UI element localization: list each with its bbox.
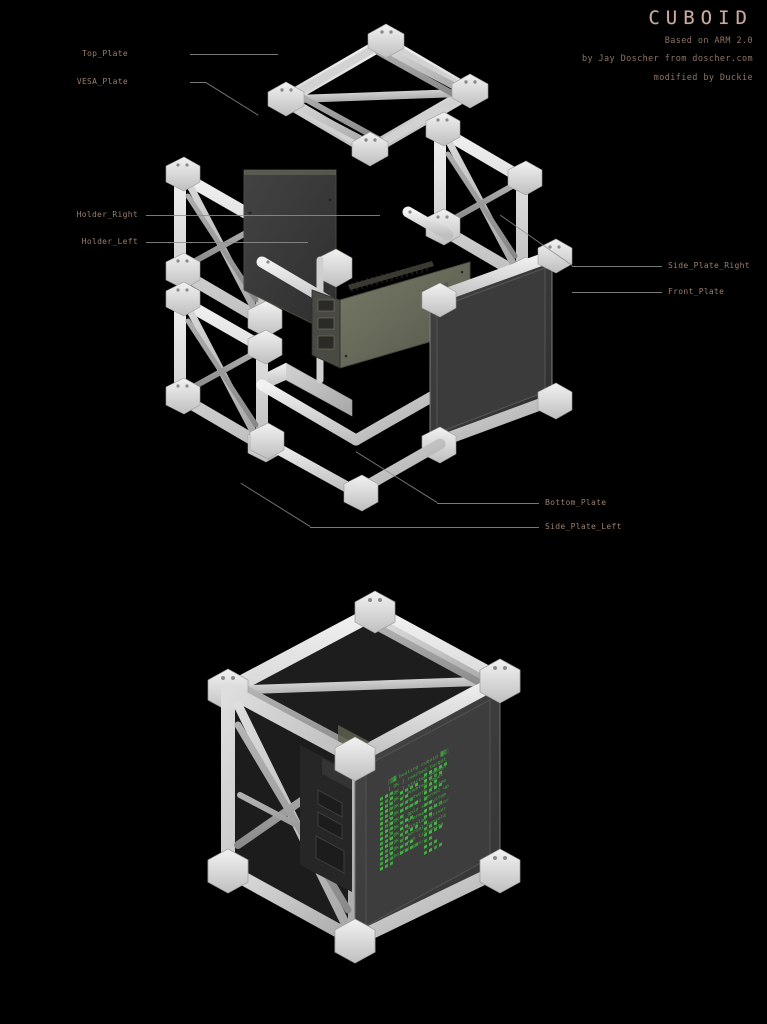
assembled-front-plate: ░▒▓ booting cuboid ▓▒░ [ OK ] reached ta… (334, 658, 521, 964)
part-bottom-plate (249, 422, 446, 512)
credit-line-1: Based on ARM 2.0 (664, 35, 753, 46)
part-top-plate (267, 23, 489, 167)
label-holder-left: Holder_Left (81, 237, 138, 246)
title-block: CUBOID Based on ARM 2.0 by Jay Doscher f… (582, 8, 753, 84)
assembled-cuboid-view: ░▒▓ booting cuboid ▓▒░ [ OK ] reached ta… (0, 540, 767, 1010)
leader-front-plate (572, 292, 662, 293)
assembled-bottom-plate (207, 848, 376, 964)
leader-side-plate-left (310, 527, 539, 528)
label-side-plate-left: Side_Plate_Left (545, 522, 622, 531)
terminal-screen-text: ░▒▓ booting cuboid ▓▒░ [ OK ] reached ta… (380, 747, 449, 871)
label-side-plate-right: Side_Plate_Right (668, 261, 750, 270)
label-vesa-plate: VESA_Plate (76, 77, 128, 86)
leader-side-plate-right (572, 266, 662, 267)
credit-line-2: by Jay Doscher from doscher.com (581, 54, 753, 65)
assembled-internal-board (300, 725, 370, 892)
leader-holder-right (146, 215, 380, 216)
leader-top-plate (190, 54, 278, 55)
credit-line-3: modified by Duckie (653, 72, 753, 83)
label-bottom-plate: Bottom_Plate (545, 498, 607, 507)
page-title: CUBOID (648, 7, 753, 29)
label-front-plate: Front_Plate (668, 287, 725, 296)
leader-vesa-plate (190, 82, 206, 83)
part-front-plate (421, 238, 573, 464)
exploded-assembly-view (165, 23, 573, 512)
label-holder-right: Holder_Right (76, 210, 138, 219)
label-top-plate: Top_Plate (81, 49, 128, 58)
leader-holder-left (146, 242, 308, 243)
leader-bottom-plate (437, 503, 539, 504)
